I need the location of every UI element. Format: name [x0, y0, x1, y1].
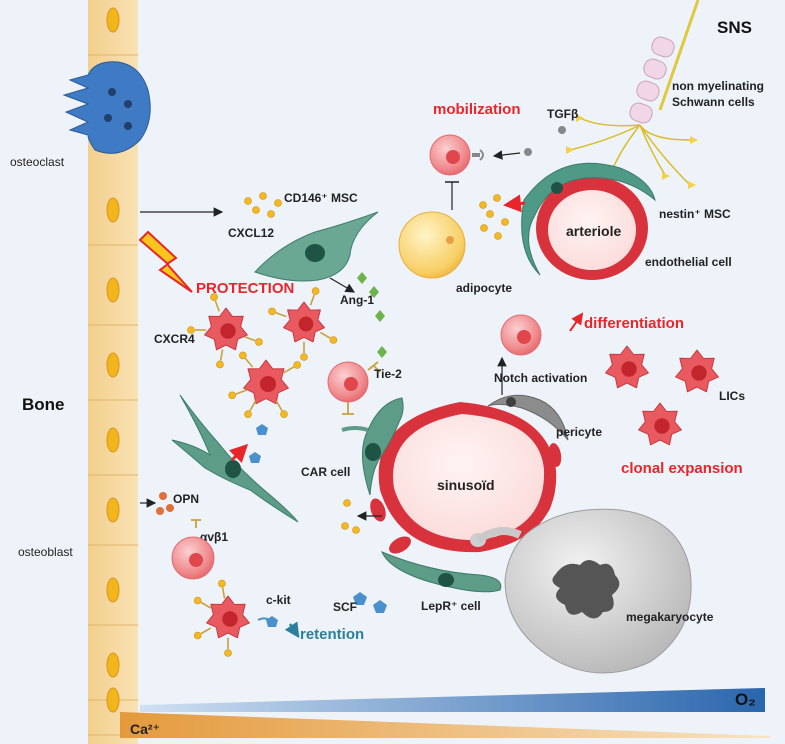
scf-pentagons — [353, 592, 387, 613]
lepr-cell — [381, 551, 502, 593]
protected-lic-cell — [187, 293, 263, 369]
nestin-msc-label: nestin⁺ MSC — [659, 207, 731, 221]
opn-dots — [156, 492, 174, 515]
bone-cell-nucleus — [106, 352, 120, 378]
clonal-expansion-label: clonal expansion — [621, 460, 743, 477]
arteriole-vessel — [521, 162, 656, 280]
mobilized-cell — [429, 134, 484, 176]
retention-arrow — [284, 621, 300, 639]
osteoblast-lineage-cell — [171, 394, 299, 523]
schwann-label-2: Schwann cells — [672, 95, 755, 109]
cd146-label: CD146⁺ MSC — [284, 191, 358, 205]
retention-lic-cell — [193, 579, 250, 657]
ang1-label: Ang-1 — [340, 293, 374, 307]
differentiation-cell — [500, 314, 542, 356]
differentiation-label: differentiation — [584, 315, 684, 332]
osteoclast-label: osteoclast — [10, 155, 65, 169]
red-arrow-osteoblast — [229, 443, 249, 463]
avb1-cell — [171, 519, 215, 580]
tgfb-label: TGFβ — [547, 107, 578, 121]
osteoblast-label: osteoblast — [18, 545, 73, 559]
tgfb-dot-1 — [524, 148, 532, 156]
bone-cell-nucleus — [106, 577, 120, 603]
cxcl12-label: CXCL12 — [228, 226, 274, 240]
sinusoid-ligand-dots — [341, 499, 360, 534]
notch-label: Notch activation — [494, 371, 587, 385]
o2-gradient — [140, 688, 765, 712]
cxcr4-label: CXCR4 — [154, 332, 195, 346]
ca-gradient — [120, 712, 770, 738]
lics-label: LICs — [719, 389, 745, 403]
cxcl12-dots — [244, 192, 282, 218]
lic-cell — [675, 349, 719, 393]
bone-cell-nucleus — [106, 687, 120, 713]
ckit-label: c-kit — [266, 593, 291, 607]
ang1-diamonds — [357, 272, 387, 358]
retention-label: retention — [300, 626, 364, 643]
bone-label: Bone — [22, 395, 65, 414]
bone-cell-nucleus — [106, 197, 120, 223]
bone-cell-nucleus — [106, 277, 120, 303]
megakaryocyte-label: megakaryocyte — [626, 610, 714, 624]
scf-label: SCF — [333, 600, 357, 614]
adipocyte-cell — [398, 211, 466, 279]
ca-label: Ca²⁺ — [130, 721, 160, 737]
lightning-bolt — [138, 230, 193, 293]
sinusoid-vessel — [370, 402, 562, 554]
osteoclast-cell — [62, 61, 151, 154]
ckit-receptor — [257, 616, 278, 627]
protection-label: PROTECTION — [196, 280, 294, 297]
opn-label: OPN — [173, 492, 199, 506]
arteriole-label: arteriole — [566, 223, 621, 239]
ang1-arrow — [329, 277, 356, 293]
differentiation-arrow — [569, 312, 584, 332]
car-cell — [341, 397, 404, 496]
sinusoid-label: sinusoïd — [437, 477, 495, 493]
adipocyte-label: adipocyte — [456, 281, 512, 295]
tie2-cell — [327, 361, 381, 415]
avb1-label: αvβ1 — [200, 530, 228, 544]
ckit-pentagons-osteo — [249, 424, 268, 463]
bone-cell-nucleus — [106, 652, 120, 678]
bone-cell-nucleus — [106, 427, 120, 453]
tgfb-dot-2 — [558, 126, 566, 134]
mobilization-label: mobilization — [433, 101, 521, 118]
bone-cell-nucleus — [106, 7, 120, 33]
pericyte-label: pericyte — [556, 425, 602, 439]
o2-label: O₂ — [735, 690, 756, 709]
lic-cell — [605, 345, 649, 389]
sns-label: SNS — [717, 18, 752, 37]
red-arrow-arteriole — [503, 194, 526, 213]
tgfb-arrow — [492, 150, 521, 160]
car-cell-label: CAR cell — [301, 465, 350, 479]
cxcl12-dots-arteriole — [479, 194, 509, 240]
lepr-label: LepR⁺ cell — [421, 599, 481, 613]
tie2-label: Tie-2 — [374, 367, 402, 381]
protected-lic-cell — [228, 351, 301, 418]
pericyte-cell — [487, 394, 569, 441]
sns-nerve — [566, 0, 700, 189]
megakaryocyte-cell — [504, 508, 692, 674]
bone-cell-nucleus — [106, 497, 120, 523]
endothelial-label: endothelial cell — [645, 255, 732, 269]
cd146-msc-cell — [254, 211, 379, 282]
lic-cell — [638, 402, 682, 446]
protected-lic-cell — [268, 287, 338, 361]
schwann-label-1: non myelinating — [672, 79, 764, 93]
